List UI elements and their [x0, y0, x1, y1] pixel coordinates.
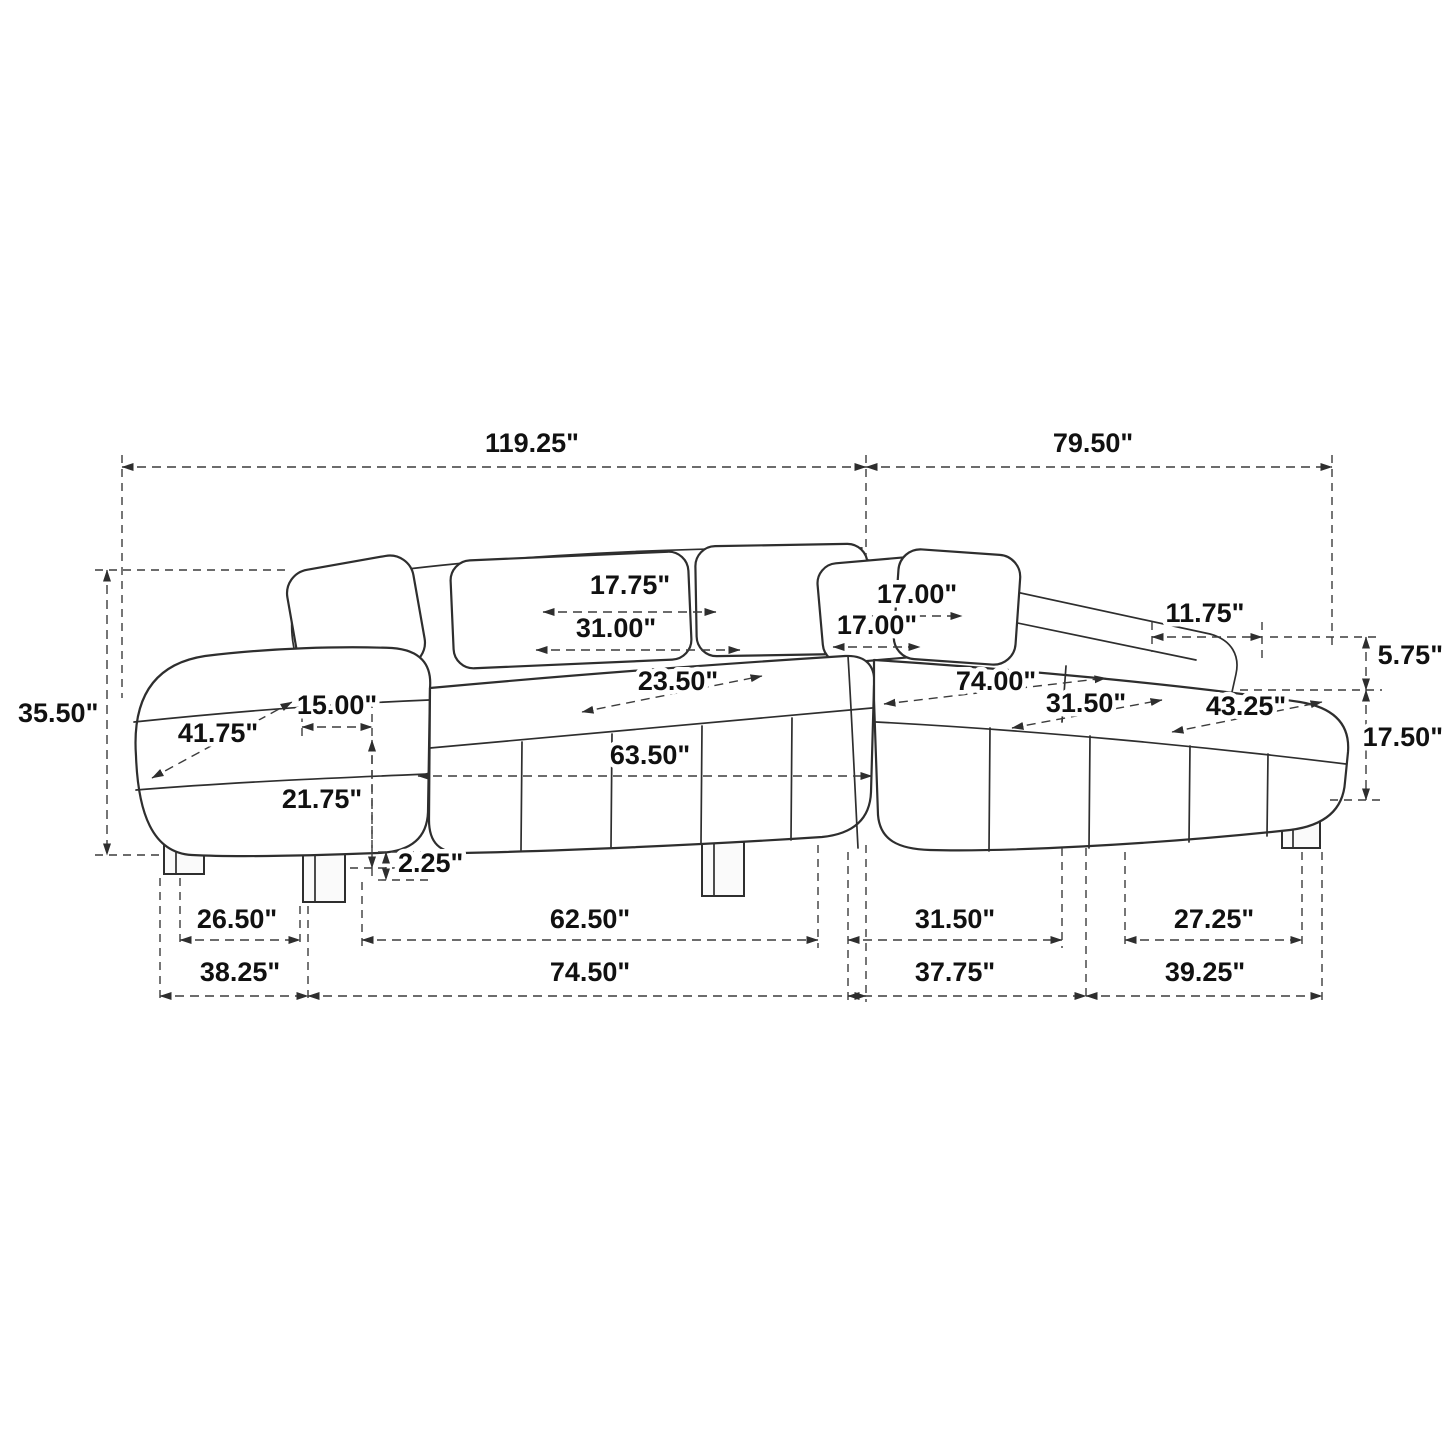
dim-chaise-cushion-length: 43.25" — [1206, 691, 1286, 721]
dim-overall-height: 35.50" — [18, 698, 98, 728]
dim-seat-cushion-width: 63.50" — [610, 740, 690, 770]
dim-leg-span-right: 31.50" — [915, 904, 995, 934]
dim-accent-pillow-left: 17.00" — [837, 610, 917, 640]
dim-seat-height: 17.50" — [1363, 722, 1443, 752]
dim-overall-width: 119.25" — [485, 428, 579, 458]
dim-seat-base-span: 62.50" — [550, 904, 630, 934]
dim-back-cushion-pair-width: 31.00" — [576, 613, 656, 643]
dim-chaise-seat-width: 31.50" — [1046, 688, 1126, 718]
pillow-corner-b — [892, 548, 1022, 666]
dim-base-span-center: 74.50" — [550, 957, 630, 987]
dimension-labels: 119.25" 79.50" 17.75" 31.00" 17.00" 17.0… — [14, 424, 1445, 992]
dim-back-cushion-width: 17.75" — [590, 570, 670, 600]
chaise-section — [847, 655, 1350, 852]
dim-chaise-leg-span: 27.25" — [1174, 904, 1254, 934]
dim-right-arm-top-width: 11.75" — [1166, 598, 1245, 628]
dim-front-leg-span-left: 26.50" — [197, 904, 277, 934]
dim-left-arm-depth: 41.75" — [178, 718, 258, 748]
dim-chaise-inner-length: 74.00" — [956, 666, 1036, 696]
dim-right-base-span: 37.75" — [915, 957, 995, 987]
dimension-lines — [103, 463, 1370, 1000]
dim-seat-back-depth: 23.50" — [638, 666, 718, 696]
dim-left-base-depth: 38.25" — [200, 957, 280, 987]
dim-accent-pillow-right: 17.00" — [877, 579, 957, 609]
dim-chaise-base-depth: 39.25" — [1165, 957, 1245, 987]
dim-leg-inset: 2.25" — [398, 848, 463, 878]
left-arm — [133, 646, 432, 858]
dim-chaise-overall-depth: 79.50" — [1053, 428, 1133, 458]
dim-arm-height: 21.75" — [282, 784, 362, 814]
dim-left-arm-width: 15.00" — [297, 690, 377, 720]
seat-section — [427, 654, 876, 855]
dim-right-arm-rise: 5.75" — [1378, 640, 1443, 670]
